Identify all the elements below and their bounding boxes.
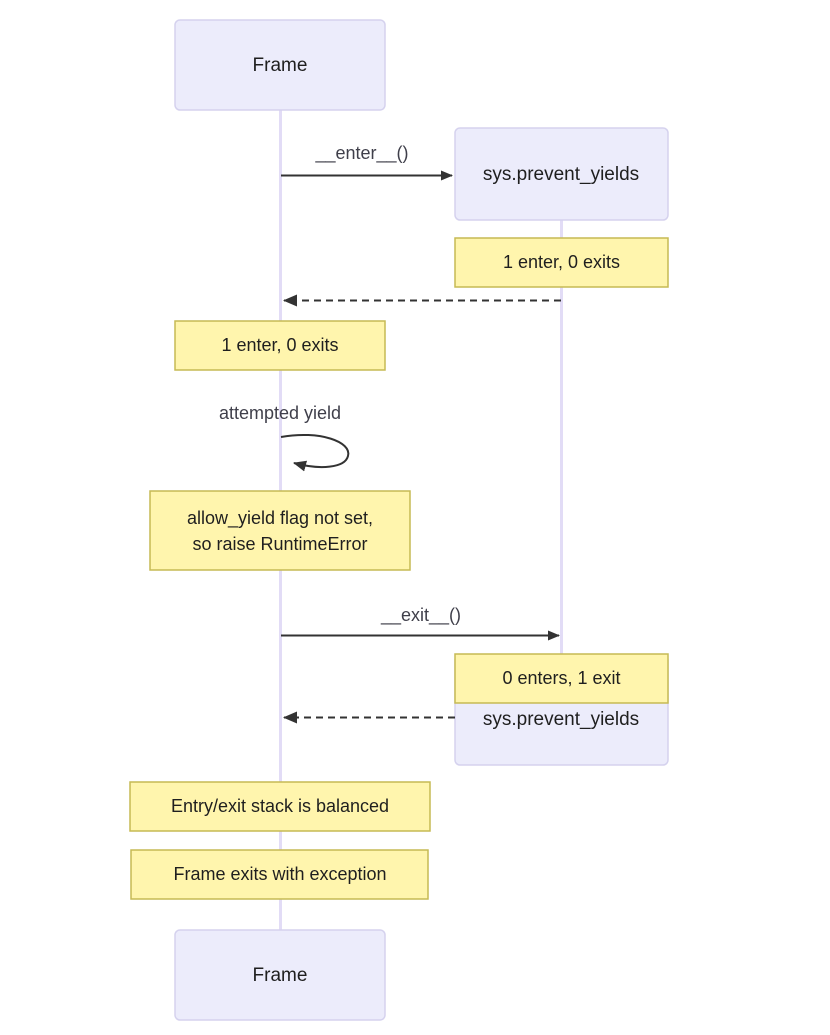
message-path-attempted-yield [280, 433, 350, 472]
actor-rect-frame-bottom [174, 929, 386, 1021]
note-frame-exits[interactable]: Frame exits with exception [130, 849, 429, 900]
note-text-allow-yield-line2: so raise RuntimeError [192, 534, 367, 554]
message-attempted-yield[interactable]: attempted yield [219, 403, 350, 472]
actor-label-frame-top: Frame [253, 55, 308, 76]
note-text-frame-exits: Frame exits with exception [173, 864, 386, 884]
note-0-enters[interactable]: 0 enters, 1 exit [454, 653, 669, 704]
actor-rect-prevent-yields-top [454, 127, 669, 221]
note-text-allow-yield-line1: allow_yield flag not set, [187, 508, 373, 529]
message-label-attempted-yield: attempted yield [219, 403, 341, 423]
actor-label-frame-bottom: Frame [253, 965, 308, 986]
message-label-enter-call: __enter__() [314, 143, 408, 164]
message-label-exit-call: __exit__() [380, 605, 461, 626]
actor-box-frame-bottom[interactable]: Frame [174, 929, 386, 1021]
note-text-balanced: Entry/exit stack is balanced [171, 796, 389, 816]
note-1-enter-left[interactable]: 1 enter, 0 exits [174, 320, 386, 371]
note-text-0-enters: 0 enters, 1 exit [502, 668, 620, 688]
actor-box-frame-top[interactable]: Frame [174, 19, 386, 111]
note-1-enter-right[interactable]: 1 enter, 0 exits [454, 237, 669, 288]
message-exit-call[interactable]: __exit__() [281, 605, 560, 641]
note-text-1-enter-right: 1 enter, 0 exits [503, 252, 620, 272]
note-rect-1-enter-left [174, 320, 386, 371]
note-text-1-enter-left: 1 enter, 0 exits [221, 335, 338, 355]
note-rect-1-enter-right [454, 237, 669, 288]
note-rect-allow-yield [149, 490, 411, 571]
actor-label-prevent-yields-top: sys.prevent_yields [483, 164, 639, 185]
note-balanced[interactable]: Entry/exit stack is balanced [129, 781, 431, 832]
actor-label-prevent-yields-bottom: sys.prevent_yields [483, 709, 639, 730]
note-rect-frame-exits [130, 849, 429, 900]
note-allow-yield[interactable]: allow_yield flag not set, so raise Runti… [149, 490, 411, 571]
actor-box-prevent-yields-top[interactable]: sys.prevent_yields [454, 127, 669, 221]
actor-rect-frame-top [174, 19, 386, 111]
message-enter-call[interactable]: __enter__() [281, 143, 453, 181]
note-rect-balanced [129, 781, 431, 832]
note-rect-0-enters [454, 653, 669, 704]
